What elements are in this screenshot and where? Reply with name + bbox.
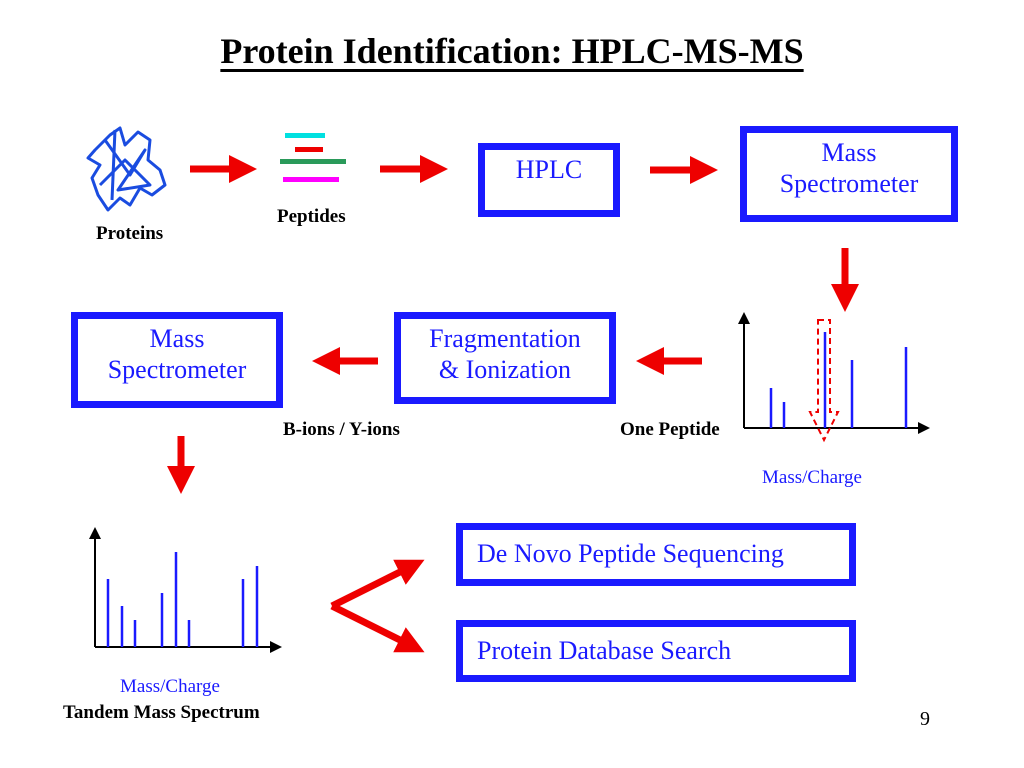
de-novo-label: De Novo Peptide Sequencing xyxy=(477,539,784,568)
fragmentation-ionization-box: Fragmentation & Ionization xyxy=(394,312,616,404)
peptide-bar-red xyxy=(295,147,323,152)
ms2-line2: Spectrometer xyxy=(107,355,247,385)
protein-scribble-icon xyxy=(86,126,167,212)
page-title: Protein Identification: HPLC-MS-MS xyxy=(220,31,804,71)
ms2-line1: Mass xyxy=(149,324,205,353)
tandem-spectrum-label: Tandem Mass Spectrum xyxy=(63,702,260,723)
mass-charge-axis-label-top: Mass/Charge xyxy=(762,467,862,488)
ms1-line2: Spectrometer xyxy=(779,169,919,199)
db-search-label: Protein Database Search xyxy=(477,636,732,665)
b-y-ions-label: B-ions / Y-ions xyxy=(283,419,400,440)
fragmentation-line1: Fragmentation xyxy=(429,324,581,353)
mass-spectrometer-box-2: Mass Spectrometer xyxy=(71,312,283,408)
protein-database-search-box: Protein Database Search xyxy=(456,620,856,682)
fragmentation-line2: & Ionization xyxy=(438,355,572,385)
peptide-bar-cyan xyxy=(285,133,325,138)
page-number: 9 xyxy=(920,708,930,730)
ms1-spectrum xyxy=(738,312,930,443)
peptide-selection-dashed-arrow xyxy=(808,319,840,443)
hplc-box-label: HPLC xyxy=(515,155,583,184)
proteins-label: Proteins xyxy=(96,223,164,244)
ms1-line1: Mass xyxy=(821,138,877,167)
de-novo-sequencing-box: De Novo Peptide Sequencing xyxy=(456,523,856,586)
peptide-bar-magenta xyxy=(283,177,339,182)
tandem-spectrum xyxy=(89,527,282,653)
hplc-box: HPLC xyxy=(478,143,620,217)
arrow-fork-down xyxy=(330,602,425,653)
one-peptide-label: One Peptide xyxy=(620,419,720,440)
arrow-fork-up xyxy=(330,559,425,610)
peptides-label: Peptides xyxy=(277,206,346,227)
mass-spectrometer-box-1: Mass Spectrometer xyxy=(740,126,958,222)
mass-charge-axis-label-bottom: Mass/Charge xyxy=(120,676,220,697)
peptide-bar-green xyxy=(280,159,346,164)
